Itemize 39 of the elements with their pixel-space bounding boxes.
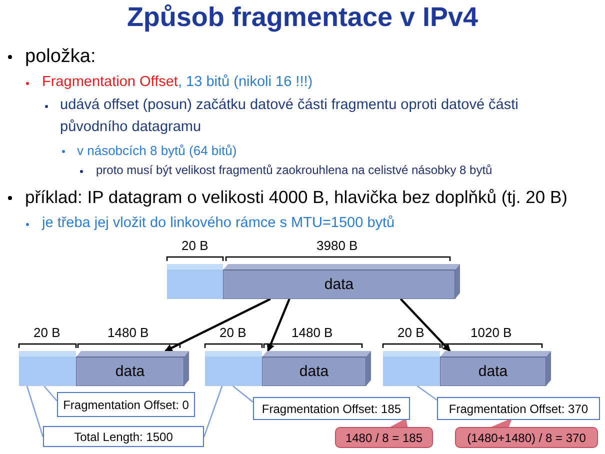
field-value-box: Fragmentation Offset: 0 [57, 392, 195, 417]
bullet-text: je třeba jej vložit do linkového rámce s MTU=1500 bytů [42, 214, 395, 234]
field-value-box: Fragmentation Offset: 185 [253, 397, 410, 420]
block-label: data [114, 362, 146, 382]
leader-line [232, 386, 254, 403]
bullet-text: , 13 bitů (nikoli 16 !!!) [178, 73, 313, 92]
header-block [383, 351, 440, 386]
field-value-box: Fragmentation Offset: 370 [437, 397, 600, 420]
dimension-label: 1020 B [470, 324, 512, 342]
block-label: data [477, 362, 509, 382]
dimension-label: 1480 B [292, 324, 333, 342]
calculation-callout: (1480+1480) / 8 = 370 [455, 427, 598, 448]
leader-line [26, 386, 44, 438]
dimension-label: 20 B [182, 236, 208, 255]
bullet-text: příklad: IP datagram o velikosti 4000 B, hlavička bez doplňků (tj. 20 B) [25, 186, 568, 210]
field-value-box: Total Length: 1500 [43, 426, 204, 447]
header-block [205, 351, 262, 386]
header-block [19, 351, 76, 386]
arrow [164, 298, 271, 352]
arrow [266, 298, 290, 352]
bullet-text: udává offset (posun) začátku datové části fragmentu oproti datové části původního datagramu [60, 96, 520, 136]
bullet-text: položka: [25, 45, 96, 70]
block-label: data [323, 275, 355, 295]
leader-line [203, 386, 223, 438]
dimension-label: 20 B [34, 324, 60, 342]
bullet-text: v násobcích 8 bytů (64 bitů) [77, 142, 237, 160]
bullet-text: proto musí být velikost fragmentů zaokrouhlena na celistvé násobky 8 bytů [96, 162, 492, 180]
arrow [400, 298, 451, 352]
block-label: data [298, 362, 330, 382]
dimension-label: 3980 B [316, 236, 358, 255]
dimension-label: 20 B [398, 324, 424, 342]
calculation-callout: 1480 / 8 = 185 [335, 427, 433, 448]
header-block [167, 264, 223, 299]
leader-line [44, 386, 58, 402]
bullet-text: Fragmentation Offset [42, 73, 178, 92]
dimension-label: 20 B [220, 324, 246, 342]
dimension-label: 1480 B [108, 324, 149, 342]
leader-line [416, 385, 438, 401]
slide-title: Způsob fragmentace v IPv4 [126, 2, 480, 33]
